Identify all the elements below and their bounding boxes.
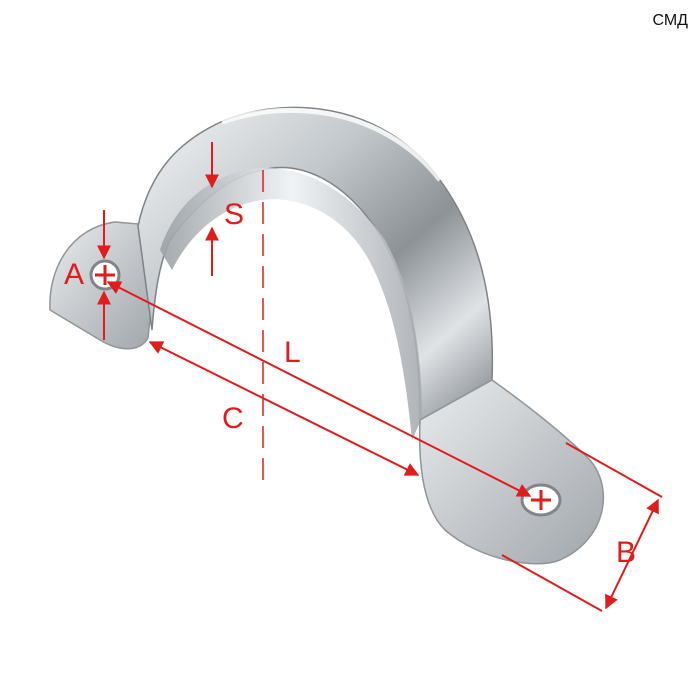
label-l: L	[284, 336, 301, 369]
label-b: B	[616, 536, 636, 569]
clamp-body	[49, 106, 605, 565]
brand-logo: СМД	[652, 12, 688, 29]
b-extension-top	[565, 442, 663, 498]
label-s: S	[224, 198, 244, 231]
right-tab	[418, 379, 605, 565]
b-extension-bottom	[501, 554, 603, 612]
c-arrow	[148, 341, 420, 476]
inner-face	[160, 168, 422, 440]
label-c: C	[222, 402, 244, 435]
rim-highlight	[221, 107, 442, 182]
b-arrow	[605, 498, 659, 610]
label-a: A	[64, 258, 84, 291]
dimension-lines	[95, 142, 663, 612]
outer-band	[137, 106, 494, 422]
